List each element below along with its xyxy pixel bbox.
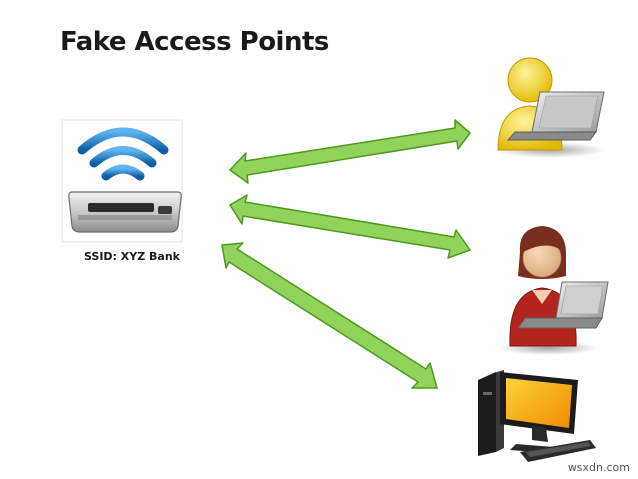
slide-title: Fake Access Points (60, 27, 329, 57)
arrow-router-to-woman-user (229, 194, 471, 259)
wifi-router-icon (61, 119, 183, 243)
arrow-router-to-desktop (221, 242, 438, 389)
arrow-router-to-laptop-user (229, 119, 471, 184)
desktop-computer-icon (478, 370, 596, 462)
connection-arrows (221, 119, 471, 389)
laptop-user-female-icon (498, 226, 609, 355)
router-ssid-label: SSID: XYZ Bank (83, 250, 180, 263)
watermark: wsxdn.com (567, 461, 630, 474)
wifi-signal-icon (77, 127, 169, 181)
laptop-user-male-icon (495, 57, 605, 158)
